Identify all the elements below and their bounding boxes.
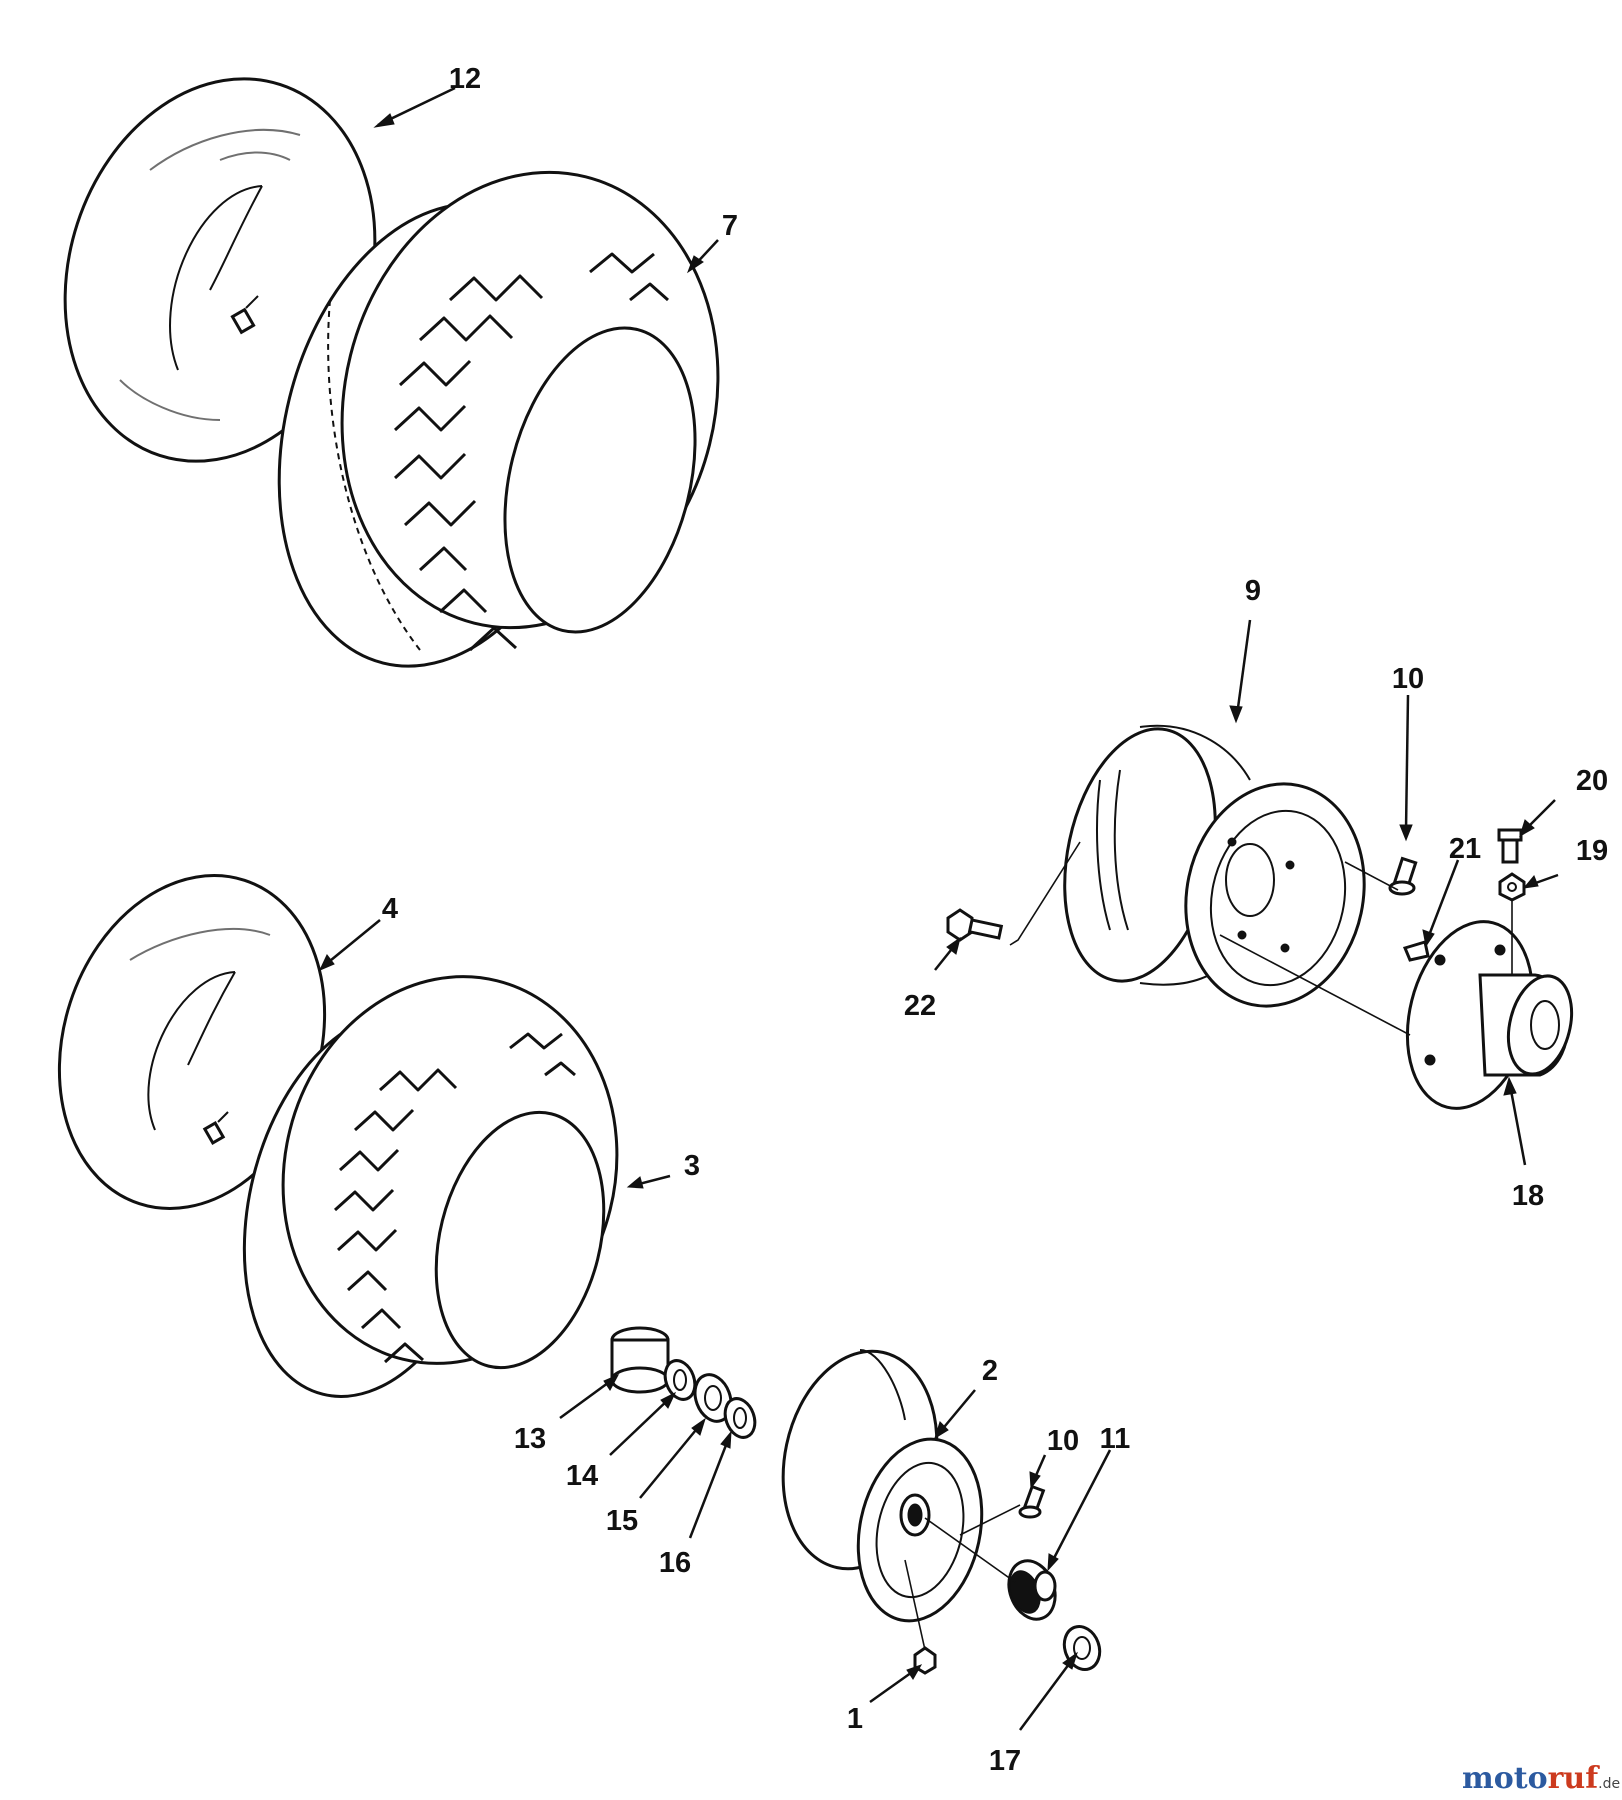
callout-20: 20 — [1576, 765, 1608, 797]
watermark-logo: motoruf.de — [1462, 1761, 1620, 1796]
callout-4: 4 — [382, 893, 398, 925]
washer-16 — [723, 1397, 757, 1439]
valve-stem-icon — [202, 1111, 229, 1145]
valve-stem-icon — [230, 295, 259, 335]
callout-10-front: 10 — [1047, 1425, 1079, 1457]
tire-rear — [277, 170, 720, 668]
callout-12: 12 — [449, 63, 481, 95]
wheel-rim-rear — [1063, 724, 1366, 1008]
nut-icon — [1498, 872, 1526, 902]
bearing-11 — [1007, 1559, 1057, 1621]
valve-stem-front — [1018, 1484, 1046, 1519]
leader-lines — [318, 86, 1559, 1731]
svg-text:motoruf.de: motoruf.de — [1462, 1761, 1620, 1796]
tire-front — [242, 975, 619, 1398]
bolt-rear-22 — [946, 908, 1004, 942]
callout-17: 17 — [989, 1745, 1021, 1777]
callout-22: 22 — [904, 990, 936, 1022]
washer-17 — [1062, 1625, 1102, 1671]
callout-21: 21 — [1449, 833, 1481, 865]
callout-3: 3 — [684, 1150, 700, 1182]
washer-15 — [693, 1373, 733, 1423]
key-icon — [1402, 940, 1430, 962]
callout-14: 14 — [566, 1460, 598, 1492]
watermark-suffix: .de — [1598, 1776, 1620, 1792]
bolt-icon — [1497, 828, 1523, 864]
callout-11: 11 — [1100, 1423, 1131, 1455]
callout-10-rear: 10 — [1392, 663, 1424, 695]
callout-9: 9 — [1245, 575, 1261, 607]
callout-16: 16 — [659, 1547, 691, 1579]
valve-stem-rear — [1388, 856, 1418, 896]
callout-2: 2 — [982, 1355, 998, 1387]
callout-15: 15 — [606, 1505, 638, 1537]
wheel-rim-front — [781, 1349, 984, 1623]
callout-1: 1 — [847, 1703, 863, 1735]
washer-14 — [663, 1359, 697, 1401]
watermark-red: ruf — [1548, 1761, 1601, 1796]
callout-13: 13 — [514, 1423, 546, 1455]
watermark-blue: moto — [1462, 1761, 1548, 1796]
hub-18 — [1405, 920, 1574, 1110]
spacer-13 — [610, 1326, 670, 1394]
callout-19: 19 — [1576, 835, 1608, 867]
callout-18: 18 — [1512, 1180, 1544, 1212]
callout-7: 7 — [722, 210, 738, 242]
